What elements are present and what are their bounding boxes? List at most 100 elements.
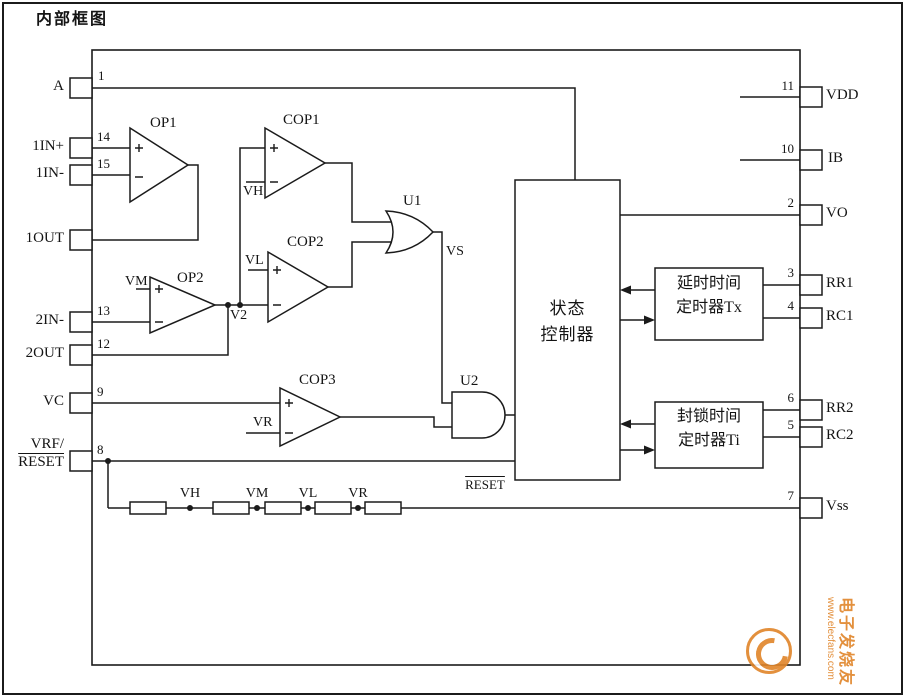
wire-2out bbox=[92, 305, 229, 356]
pin-box-vc bbox=[69, 392, 93, 414]
timer-ti-line2: 定时器Ti bbox=[678, 432, 740, 449]
cop1-label: COP1 bbox=[283, 112, 320, 128]
state-controller-box bbox=[514, 179, 621, 481]
wire-cop3-out bbox=[340, 416, 455, 428]
resistor bbox=[129, 501, 167, 515]
vr-tap-label: VR bbox=[348, 486, 368, 501]
vm-ref-label: VM bbox=[125, 274, 148, 289]
diagram-title: 内部框图 bbox=[36, 11, 109, 28]
wire-cop1-out bbox=[325, 162, 392, 223]
state-controller-line1: 状态 bbox=[549, 299, 586, 318]
junctions-and-arrows bbox=[105, 285, 655, 511]
tap-vl bbox=[305, 505, 311, 511]
vl-ref-label: VL bbox=[245, 253, 264, 268]
junction-reset bbox=[105, 458, 111, 464]
pin-num-7: 7 bbox=[787, 488, 795, 503]
wire-cop2-out bbox=[328, 241, 392, 288]
op1-triangle bbox=[129, 126, 190, 204]
pin-label-1in-minus: 1IN- bbox=[35, 165, 64, 181]
pin-label-vss: Vss bbox=[826, 498, 849, 514]
pin-box-vo bbox=[799, 204, 823, 226]
junction-v2b bbox=[237, 302, 243, 308]
pin-box-vrf-reset bbox=[69, 450, 93, 472]
pin-label-rr2: RR2 bbox=[826, 400, 854, 416]
pin-box-rc1 bbox=[799, 307, 823, 329]
pin-num-6: 6 bbox=[787, 390, 795, 405]
pin-label-2in-minus: 2IN- bbox=[35, 312, 64, 328]
pin-box-rc2 bbox=[799, 426, 823, 448]
watermark: 电子发烧友 www.elecfans.com bbox=[820, 597, 860, 693]
timer-tx-line1: 延时时间 bbox=[676, 275, 741, 292]
vh-ref-label: VH bbox=[243, 184, 264, 199]
u2-label: U2 bbox=[460, 373, 479, 389]
pin-num-9: 9 bbox=[97, 384, 104, 399]
op1-label: OP1 bbox=[150, 115, 177, 131]
pin-label-a: A bbox=[53, 78, 64, 94]
pin-label-rr1: RR1 bbox=[826, 275, 854, 291]
pin-num-12: 12 bbox=[97, 336, 110, 351]
pin-num-3: 3 bbox=[787, 265, 795, 280]
reset-signal-label: RESET bbox=[465, 477, 505, 492]
resistor bbox=[364, 501, 402, 515]
cop1-triangle bbox=[264, 126, 327, 200]
cop2-triangle bbox=[267, 250, 330, 324]
arrow-left-ti bbox=[620, 419, 631, 429]
pin-label-rc1: RC1 bbox=[826, 308, 854, 324]
tap-vh bbox=[187, 505, 193, 511]
timer-tx-line2: 定时器Tx bbox=[676, 299, 742, 316]
pin-num-4: 4 bbox=[787, 298, 795, 313]
resistor bbox=[264, 501, 302, 515]
vr-ref-label: VR bbox=[253, 415, 273, 430]
pin-label-vrf: VRF/ bbox=[30, 436, 64, 452]
timer-ti-box bbox=[654, 401, 764, 469]
pin-num-13: 13 bbox=[97, 303, 110, 318]
arrow-right-ti bbox=[644, 445, 655, 455]
timer-ti-line1: 封锁时间 bbox=[676, 408, 741, 425]
pin-label-vo: VO bbox=[826, 205, 848, 221]
u2-and-gate bbox=[451, 391, 506, 439]
pin-label-vdd: VDD bbox=[826, 87, 859, 103]
pin-label-vc: VC bbox=[43, 393, 64, 409]
pin-label-ib: IB bbox=[828, 150, 843, 166]
pin-num-10: 10 bbox=[781, 141, 794, 156]
pin-box-2in-minus bbox=[69, 311, 93, 333]
arrow-right-tx bbox=[644, 315, 655, 325]
op2-label: OP2 bbox=[177, 270, 204, 286]
elecfans-logo-icon bbox=[746, 628, 795, 677]
wire-pin-a bbox=[92, 87, 576, 180]
polarity-marks bbox=[135, 144, 293, 434]
pin-box-1in-plus bbox=[69, 137, 93, 159]
tap-vr bbox=[355, 505, 361, 511]
vm-tap-label: VM bbox=[245, 486, 269, 501]
pin-num-15: 15 bbox=[97, 156, 110, 171]
state-controller-line2: 控制器 bbox=[540, 325, 595, 344]
resistor bbox=[314, 501, 352, 515]
pin-box-a bbox=[69, 77, 93, 99]
pin-num-14: 14 bbox=[97, 129, 110, 144]
u1-label: U1 bbox=[403, 193, 422, 209]
cop2-label: COP2 bbox=[287, 234, 324, 250]
pin-num-2: 2 bbox=[787, 195, 795, 210]
pin-label-1in-plus: 1IN+ bbox=[32, 138, 64, 154]
timer-tx-box bbox=[654, 267, 764, 341]
component-shapes bbox=[69, 77, 823, 519]
pin-num-1: 1 bbox=[98, 68, 105, 83]
pin-label-rc2: RC2 bbox=[826, 427, 854, 443]
op2-triangle bbox=[149, 275, 217, 335]
resistor bbox=[212, 501, 250, 515]
vl-tap-label: VL bbox=[298, 486, 318, 501]
pin-label-2out: 2OUT bbox=[25, 345, 64, 361]
wire-1out bbox=[92, 164, 199, 241]
pin-box-rr1 bbox=[799, 274, 823, 296]
arrow-left-tx bbox=[620, 285, 631, 295]
pin-box-vss bbox=[799, 497, 823, 519]
cop3-triangle bbox=[279, 386, 342, 448]
pin-box-2out bbox=[69, 344, 93, 366]
pin-num-11: 11 bbox=[781, 78, 794, 93]
pin-num-8: 8 bbox=[97, 442, 104, 457]
pin-box-ib bbox=[799, 149, 823, 171]
pin-num-5: 5 bbox=[787, 417, 795, 432]
